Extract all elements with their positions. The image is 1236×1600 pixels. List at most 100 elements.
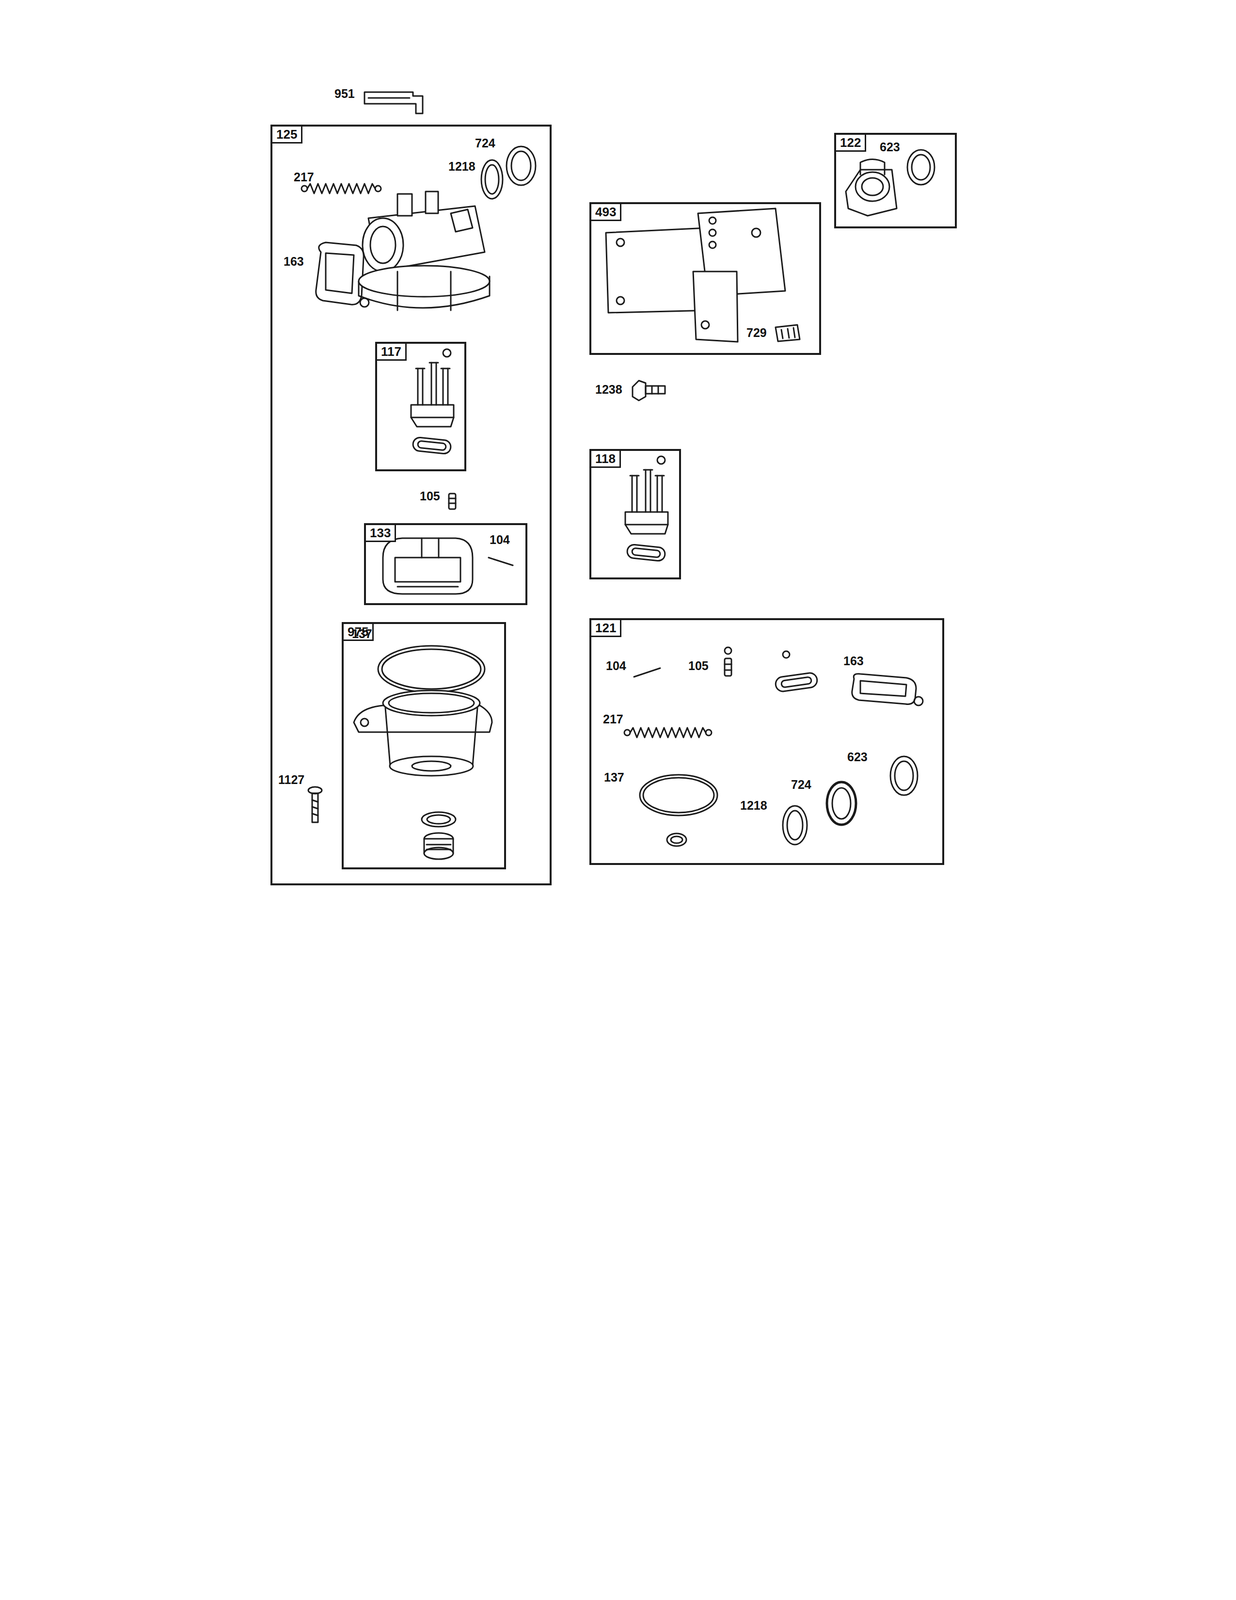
carburetor-assembly-part [370,226,396,264]
throttle-lever [364,92,423,114]
callout-number: 1218 [448,159,476,173]
main-jet-kit [411,348,454,455]
carburetor-assembly-part [307,183,376,194]
control-bracket [605,208,800,342]
gasket-kit-part [826,781,856,825]
callout-number: 137 [603,770,625,784]
bracket-screw-part [645,385,666,394]
callout-number: 163 [843,654,864,667]
control-bracket-part [709,217,716,224]
carburetor-assembly-part [506,146,536,186]
control-bracket-part [701,320,710,329]
kit-box: 125117133975 [270,124,552,886]
callout-number: 163 [283,254,304,268]
gasket-kit-part [624,729,631,736]
float-bowl-kit-part [426,843,451,846]
intake-elbow [845,149,935,216]
gasket-kit-part [782,805,808,845]
intake-elbow-part [907,149,935,185]
callout-number: 724 [791,777,812,791]
gasket-kit-part [630,727,706,738]
gasket-kit-part [666,833,687,846]
float-bowl-kit-part [360,718,369,727]
main-jet-kit-part [411,348,454,455]
jet-105-part [448,502,456,505]
throttle-lever-part [364,92,423,114]
float-pin-part [488,557,513,566]
float-bowl-kit-part [381,649,481,689]
kit-box: 117 [375,341,467,472]
carburetor-assembly-part [301,185,308,192]
bowl-screw [308,786,322,823]
kit-number: 125 [272,126,303,144]
callout-number: 623 [847,750,868,763]
bracket-screw-part [632,380,646,401]
float-bowl-kit-part [427,814,451,824]
carburetor-assembly-part [316,242,364,305]
kit-number: 121 [591,619,622,637]
gasket-kit-part [705,729,712,736]
gasket-kit-part [724,658,732,676]
bracket-screw [632,380,666,401]
carburetor-assembly-part [396,271,399,311]
kit-box: 118 [589,448,682,580]
gasket-kit-part [832,787,851,819]
jet-kit-118 [625,456,668,562]
kit-box: 121 [589,618,945,865]
float-bowl-kit-part [412,760,451,771]
gasket-kit-part [724,669,732,671]
float [382,538,473,594]
kit-box: 975 [341,621,507,870]
carburetor-assembly-part [358,265,490,297]
float-bowl-kit-part [389,756,474,776]
gasket-kit-part [774,671,818,693]
carburetor-assembly-part [397,193,412,216]
float-pin [488,557,513,566]
float-part [421,538,439,558]
callout-number: 1238 [595,382,623,396]
intake-elbow-part [861,177,884,196]
jet-105-part [448,497,456,500]
carburetor-assembly-part [375,185,381,192]
gasket-kit-part [670,836,683,843]
bracket-screw-part [657,385,660,394]
float-bowl-kit-part [426,848,451,851]
float-bowl-kit-part [421,811,456,827]
float-part [382,538,473,594]
carburetor-assembly-part [325,253,354,294]
bracket-screw-part [651,385,653,394]
gasket-kit-part [852,673,917,705]
bowl-screw-part [312,806,318,809]
bowl-screw-part [312,792,318,823]
jet-kit-118-part [625,456,668,562]
float-bowl-kit-part [382,690,480,716]
carburetor-assembly [301,146,536,311]
callout-number: 104 [605,659,627,672]
control-bracket-part [693,271,738,342]
callout-number: 137 [351,627,373,640]
control-bracket-part [709,241,716,249]
control-bracket-part [616,238,625,247]
kit-number: 118 [591,450,621,468]
carburetor-assembly-part [481,159,503,199]
callout-number: 729 [746,326,767,339]
gasket-kit-part [639,774,718,816]
kit-box: 493 [589,202,822,355]
callout-number: 104 [489,533,510,546]
gasket-kit-part [890,756,918,795]
intake-elbow-part [860,159,885,175]
control-bracket-part [709,229,716,237]
gasket-kit [624,647,923,846]
control-bracket-part [781,327,795,339]
intake-elbow-part [855,172,890,202]
gasket-kit-part [860,680,907,697]
gasket-kit-part [780,676,812,688]
float-bowl-kit-part [424,847,454,859]
gasket-kit-part [894,760,914,791]
bowl-screw-part [312,799,318,802]
gasket-kit-part [724,647,732,654]
kit-number: 493 [591,204,622,222]
jet-105 [448,493,456,509]
float-bowl-kit-part [378,645,485,693]
